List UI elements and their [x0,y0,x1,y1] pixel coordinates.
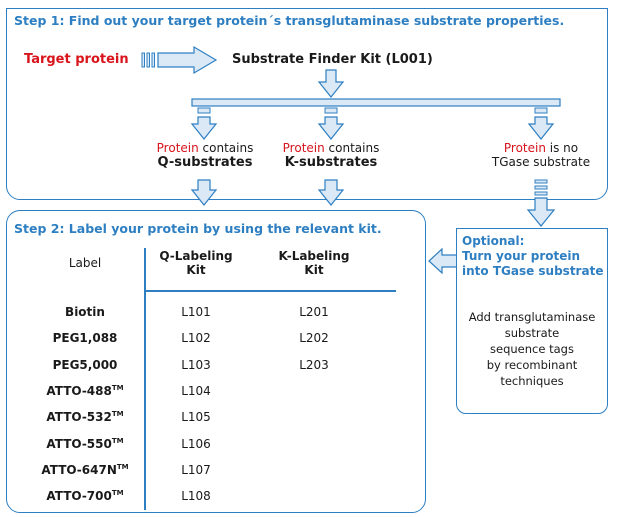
outcome-k-bold: K-substrates [284,155,378,170]
trademark-mark: TM [111,410,124,419]
row-label: ATTO-532TM [30,410,140,424]
row-k-code: L203 [299,357,329,372]
step2-box [6,210,426,513]
down-arrow-icon [317,179,345,206]
optional-body: Add transglutaminase substrate sequence … [458,309,606,389]
trademark-mark: TM [111,489,124,498]
optional-body-line: techniques [500,374,564,388]
down-arrow-icon [190,107,218,140]
row-q-code: L103 [181,357,211,372]
optional-body-line: by recombinant [486,358,578,372]
outcome-k-red: Protein [282,141,325,155]
step2-title: Step 2: Label your protein by using the … [14,221,382,236]
down-arrow-icon [526,179,556,227]
optional-title-line2: Turn your protein [462,249,581,263]
optional-title: Optional: Turn your protein into TGase s… [462,234,603,279]
step1-title: Step 1: Find out your target protein´s t… [14,13,565,28]
left-arrow-icon [428,247,458,275]
trademark-mark: TM [111,436,124,445]
row-label-text: ATTO-488 [46,383,112,398]
kit-label: Substrate Finder Kit (L001) [232,52,433,67]
outcome-k-rest: contains [324,141,380,155]
outcome-q-red: Protein [156,141,199,155]
outcome-none-red: Protein [503,141,546,155]
row-k-code: L201 [299,305,329,319]
optional-body-line: substrate [504,326,560,340]
row-label: ATTO-647NTM [30,463,140,477]
optional-body-line: sequence tags [490,342,574,356]
header-q: Q-Labeling Kit [159,249,233,277]
row-label-text: ATTO-532 [46,410,112,425]
outcome-q: Protein contains Q-substrates [140,141,270,170]
row-label-text: PEG5,000 [52,357,118,372]
down-arrow-icon [190,179,218,206]
optional-title-line1: Optional: [462,234,525,248]
outcome-q-bold: Q-substrates [157,155,253,170]
distribution-bar [191,98,561,107]
trademark-mark: TM [116,462,129,471]
down-arrow-icon [317,69,345,98]
row-q-code: L101 [181,305,211,319]
row-label-text: ATTO-647N [41,462,117,477]
down-arrow-icon [527,107,555,140]
header-label: Label [68,256,102,270]
outcome-none-line2: TGase substrate [491,155,591,169]
row-q-code: L107 [181,462,211,477]
row-label: ATTO-488TM [30,384,140,398]
row-label: ATTO-700TM [30,489,140,503]
table-header-divider [144,290,396,292]
row-label: Biotin [30,305,140,319]
row-label: PEG5,000 [30,358,140,372]
row-label-text: Biotin [65,305,105,319]
optional-box [456,228,608,414]
row-k-code: L202 [299,331,329,346]
table-vertical-divider [144,248,146,510]
row-label-text: PEG1,088 [52,331,118,346]
optional-title-line3: into TGase substrate [462,264,604,278]
outcome-none: Protein is no TGase substrate [476,141,606,169]
down-arrow-icon [317,107,345,140]
optional-body-line: Add transglutaminase [468,310,596,324]
trademark-mark: TM [111,383,124,392]
row-label-text: ATTO-550 [46,436,112,451]
row-q-code: L105 [181,410,211,425]
row-q-code: L102 [181,331,211,346]
outcome-k: Protein contains K-substrates [266,141,396,170]
row-q-code: L108 [181,489,211,504]
row-label: PEG1,088 [30,331,140,345]
outcome-none-rest: is no [545,141,579,155]
row-label-text: ATTO-700 [46,489,112,504]
right-arrow-icon [141,45,218,75]
target-protein-label: Target protein [24,52,129,67]
outcome-q-rest: contains [198,141,254,155]
header-k: K-Labeling Kit [278,249,350,277]
row-q-code: L104 [181,383,211,398]
row-label: ATTO-550TM [30,437,140,451]
row-q-code: L106 [181,436,211,451]
